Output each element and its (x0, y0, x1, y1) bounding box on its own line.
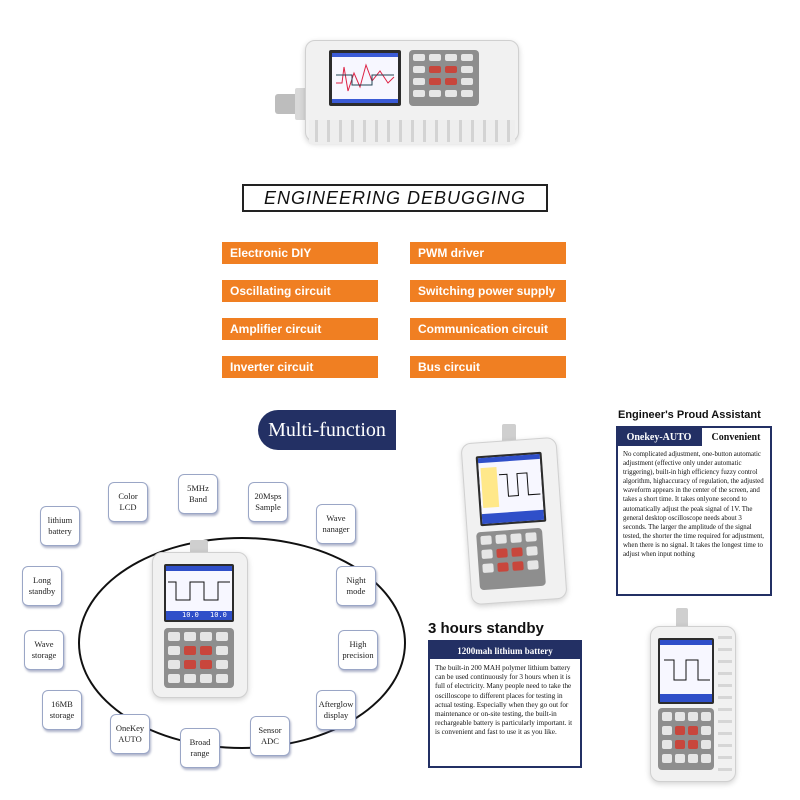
tag-bus-circuit: Bus circuit (410, 356, 566, 378)
standby-header: 1200mah lithium battery (430, 642, 580, 659)
multi-function-badge: Multi-function (258, 410, 396, 450)
tag-oscillating-circuit: Oscillating circuit (222, 280, 378, 302)
tag-inverter-circuit: Inverter circuit (222, 356, 378, 378)
engineering-debugging-banner: ENGINEERING DEBUGGING (242, 184, 548, 212)
feature-oval (78, 537, 406, 749)
middle-device-keypad (476, 527, 546, 591)
standby-title: 3 hours standby (428, 620, 544, 637)
feature-long-standby: Long standby (22, 566, 62, 606)
feature-onekey-auto: OneKey AUTO (110, 714, 150, 754)
top-device (275, 40, 519, 152)
readout-left: 10.0 (182, 611, 199, 619)
readout-right: 10.0 (210, 611, 227, 619)
assistant-title: Engineer's Proud Assistant (618, 409, 761, 421)
tag-communication-circuit: Communication circuit (410, 318, 566, 340)
bottom-device-screen (658, 638, 714, 704)
middle-device-screen (475, 451, 547, 527)
feature-5mhz-band: 5MHz Band (178, 474, 218, 514)
tag-amplifier-circuit: Amplifier circuit (222, 318, 378, 340)
feature-high-precision: High precision (338, 630, 378, 670)
feature-color-lcd: Color LCD (108, 482, 148, 522)
tab-onekey-auto: Onekey-AUTO (618, 428, 700, 446)
feature-wave-manager: Wave nanager (316, 504, 356, 544)
device-screen (329, 50, 401, 106)
bottom-device (644, 608, 736, 782)
tab-convenient: Convenient (700, 428, 770, 446)
standby-body: The built-in 200 MAH polymer lithium bat… (435, 664, 573, 737)
bnc-connector (275, 94, 301, 114)
feature-wave-storage: Wave storage (24, 630, 64, 670)
feature-night-mode: Night mode (336, 566, 376, 606)
bottom-device-keypad (658, 708, 714, 770)
device-keypad (409, 50, 479, 106)
device-ribs (309, 120, 515, 144)
standby-box: 1200mah lithium battery The built-in 200… (428, 640, 582, 768)
feature-sensor-adc: Sensor ADC (250, 716, 290, 756)
feature-lithium-battery: lithium battery (40, 506, 80, 546)
feature-afterglow-display: Afterglow display (316, 690, 356, 730)
middle-device (456, 424, 572, 606)
tag-pwm-driver: PWM driver (410, 242, 566, 264)
assistant-box: Onekey-AUTO Convenient No complicated ad… (616, 426, 772, 596)
center-device: 10.0 10.0 (152, 540, 248, 698)
feature-broad-range: Broad range (180, 728, 220, 768)
tag-electronic-diy: Electronic DIY (222, 242, 378, 264)
feature-20msps-sample: 20Msps Sample (248, 482, 288, 522)
center-device-keypad (164, 628, 234, 688)
feature-16mb-storage: 16MB storage (42, 690, 82, 730)
assistant-body: No complicated adjustment, one-button au… (623, 451, 765, 559)
center-device-screen: 10.0 10.0 (164, 564, 234, 622)
tag-switching-power-supply: Switching power supply (410, 280, 566, 302)
